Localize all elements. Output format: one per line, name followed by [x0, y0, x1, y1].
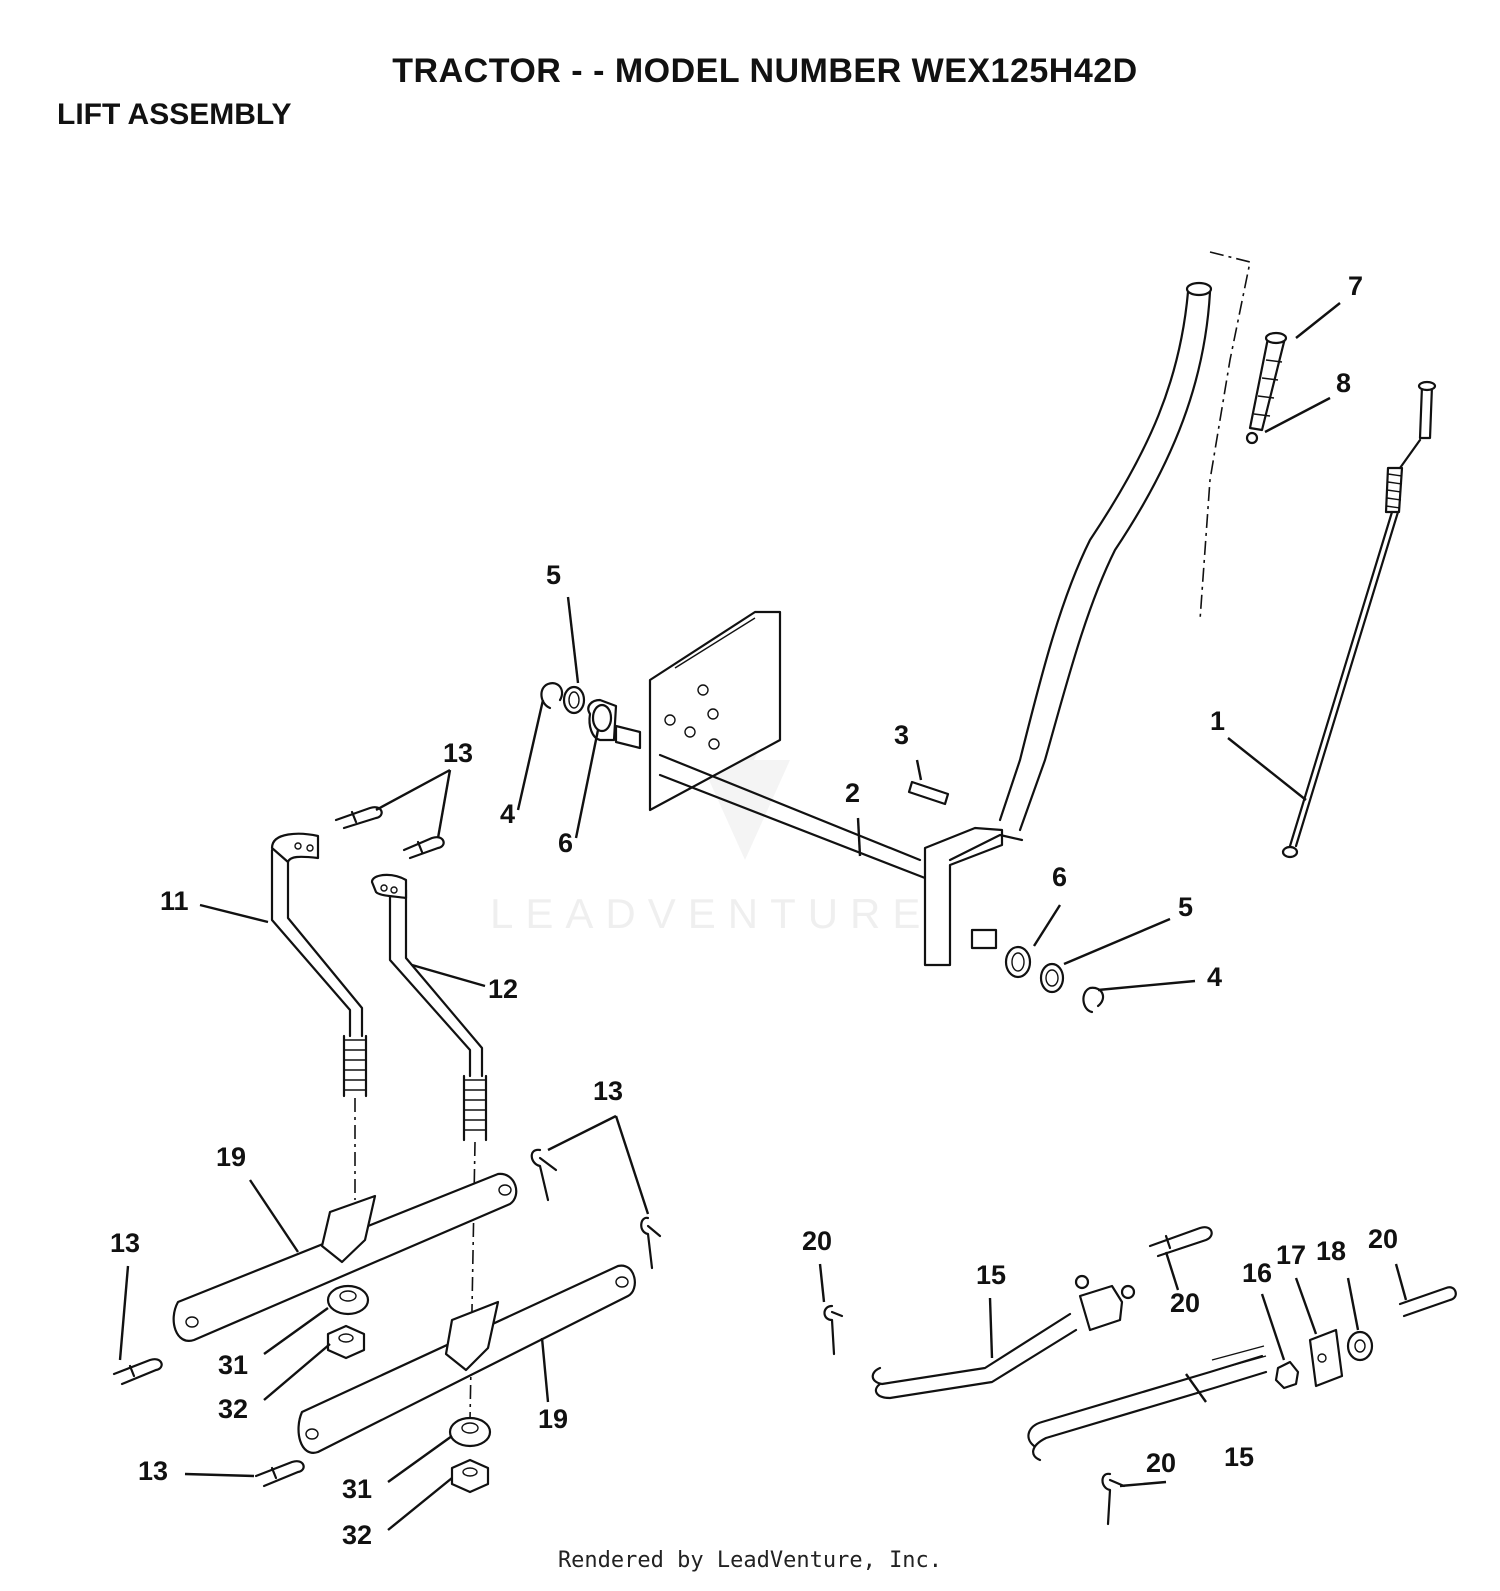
- callout-13-mid: 13: [593, 1076, 623, 1106]
- callout-16: 16: [1242, 1258, 1272, 1288]
- lift-shaft-part: [648, 610, 1024, 967]
- callout-4-right: 4: [1207, 962, 1222, 992]
- assembly-subtitle: LIFT ASSEMBLY: [57, 98, 292, 131]
- deck-lift-rod-lower: [1027, 1345, 1268, 1462]
- lift-link-12-part: [370, 873, 488, 1142]
- lift-link-11-part: [270, 832, 368, 1098]
- callout-32-upper: 32: [218, 1394, 248, 1424]
- lift-arm-upper-part: [172, 1172, 518, 1342]
- callout-13-top: 13: [443, 738, 473, 768]
- callout-8: 8: [1336, 368, 1351, 398]
- right-shaft-hardware: [1004, 945, 1105, 1014]
- lift-handle-part: [998, 251, 1251, 832]
- handle-grip-part: [1248, 331, 1288, 432]
- callout-4-left: 4: [500, 799, 515, 829]
- diagram-title: TRACTOR - - MODEL NUMBER WEX125H42D: [392, 52, 1138, 90]
- callout-20-left: 20: [802, 1226, 832, 1256]
- lift-rod-part: [1281, 380, 1437, 859]
- callout-7: 7: [1348, 271, 1363, 301]
- callout-13-left: 13: [110, 1228, 140, 1258]
- left-shaft-hardware: [540, 682, 642, 750]
- callout-31-lower: 31: [342, 1474, 372, 1504]
- callout-12: 12: [488, 974, 518, 1004]
- callout-13-bottom: 13: [138, 1456, 168, 1486]
- callout-31-upper: 31: [218, 1350, 248, 1380]
- hairpin-cotters-13: [112, 806, 662, 1488]
- callout-1: 1: [1210, 706, 1225, 736]
- callout-3: 3: [894, 720, 909, 750]
- deck-lift-rod-upper: [871, 1274, 1136, 1400]
- callout-15-upper: 15: [976, 1260, 1006, 1290]
- callout-5-left: 5: [546, 560, 561, 590]
- callout-20-mid: 20: [1170, 1288, 1200, 1318]
- callout-labels: 1 2 3 4 4 5 5 6 6 7 8 11 12 13 13 13 13 …: [110, 271, 1398, 1550]
- render-credit: Rendered by LeadVenture, Inc.: [557, 1548, 943, 1573]
- lift-arm-lower-part: [297, 1264, 636, 1454]
- callout-19-upper: 19: [216, 1142, 246, 1172]
- adjustment-hardware: [1274, 1328, 1374, 1390]
- key-part: [907, 780, 950, 806]
- handle-button-part: [1245, 431, 1259, 445]
- callout-6-right: 6: [1052, 862, 1067, 892]
- hairpin-cotters-20: [823, 1226, 1457, 1526]
- callout-18: 18: [1316, 1236, 1346, 1266]
- callout-15-lower: 15: [1224, 1442, 1254, 1472]
- callout-11: 11: [160, 886, 189, 916]
- callout-19-lower: 19: [538, 1404, 568, 1434]
- spacer-nut-hardware: [326, 1284, 492, 1494]
- callout-20-right: 20: [1368, 1224, 1398, 1254]
- callout-17: 17: [1276, 1240, 1306, 1270]
- callout-2: 2: [845, 778, 860, 808]
- watermark-text: LEADVENTURE: [490, 890, 932, 937]
- callout-6-left: 6: [558, 828, 573, 858]
- leader-lines: [118, 302, 1408, 1531]
- callout-20-bottom: 20: [1146, 1448, 1176, 1478]
- callout-5-right: 5: [1178, 892, 1193, 922]
- callout-32-lower: 32: [342, 1520, 372, 1550]
